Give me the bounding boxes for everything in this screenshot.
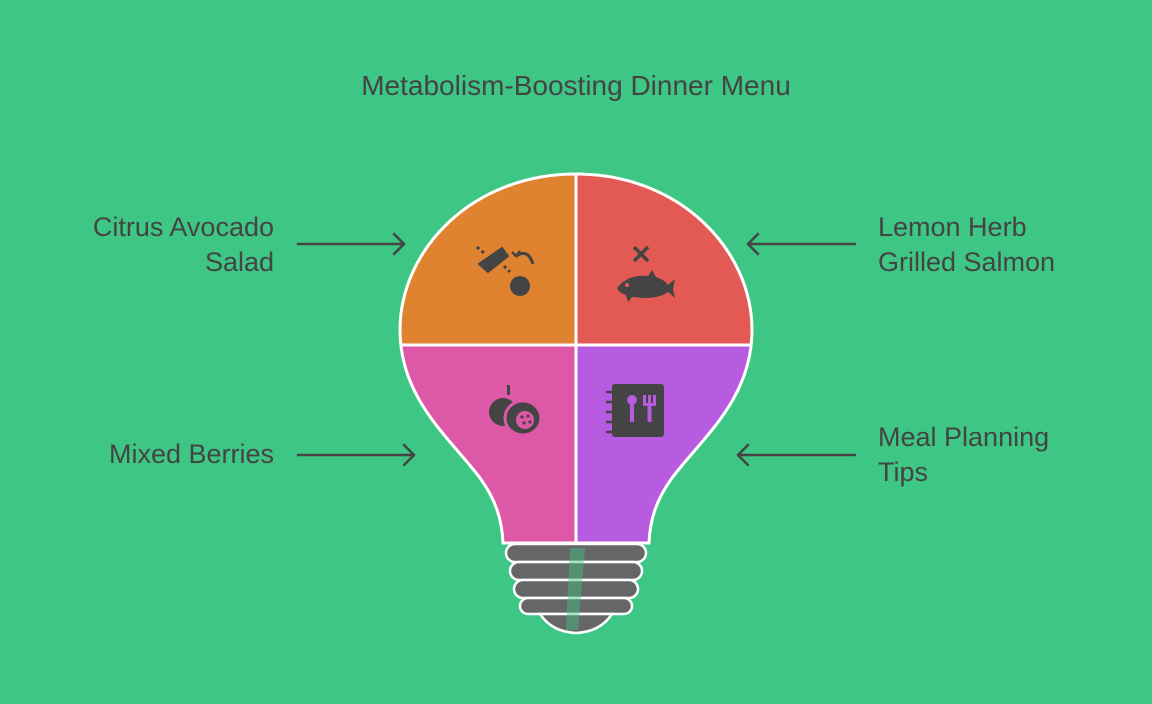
- arrow-right-icon: [296, 232, 406, 256]
- bulb-base: [504, 542, 648, 635]
- fish-icon: [617, 245, 675, 302]
- avocado-icon: [476, 245, 535, 296]
- label-line: Lemon Herb: [878, 212, 1027, 242]
- arrow-left-icon: [746, 232, 857, 256]
- label-line: Citrus Avocado: [92, 212, 274, 242]
- label-citrus-avocado-salad: Citrus Avocado Salad: [40, 210, 274, 280]
- filament-highlight: [566, 548, 585, 630]
- arrow-left-icon: [736, 443, 857, 467]
- diagram-title: Metabolism-Boosting Dinner Menu: [361, 70, 791, 101]
- fruit-icon: [489, 385, 543, 437]
- label-line: Mixed Berries: [108, 439, 274, 469]
- label-line: Grilled Salmon: [878, 247, 1056, 277]
- label-mixed-berries: Mixed Berries: [40, 437, 274, 472]
- label-meal-planning-tips: Meal Planning Tips: [878, 420, 1138, 490]
- label-line: Salad: [204, 247, 274, 277]
- label-line: Meal Planning: [878, 422, 1050, 452]
- quadrant-lemon-herb-salmon: [576, 174, 752, 345]
- quadrant-mixed-berries: [400, 345, 576, 543]
- label-lemon-herb-grilled-salmon: Lemon Herb Grilled Salmon: [878, 210, 1138, 280]
- label-line: Tips: [878, 457, 929, 487]
- menu-book-icon: [606, 384, 664, 437]
- quadrant-meal-planning: [576, 345, 752, 543]
- arrow-right-icon: [296, 443, 416, 467]
